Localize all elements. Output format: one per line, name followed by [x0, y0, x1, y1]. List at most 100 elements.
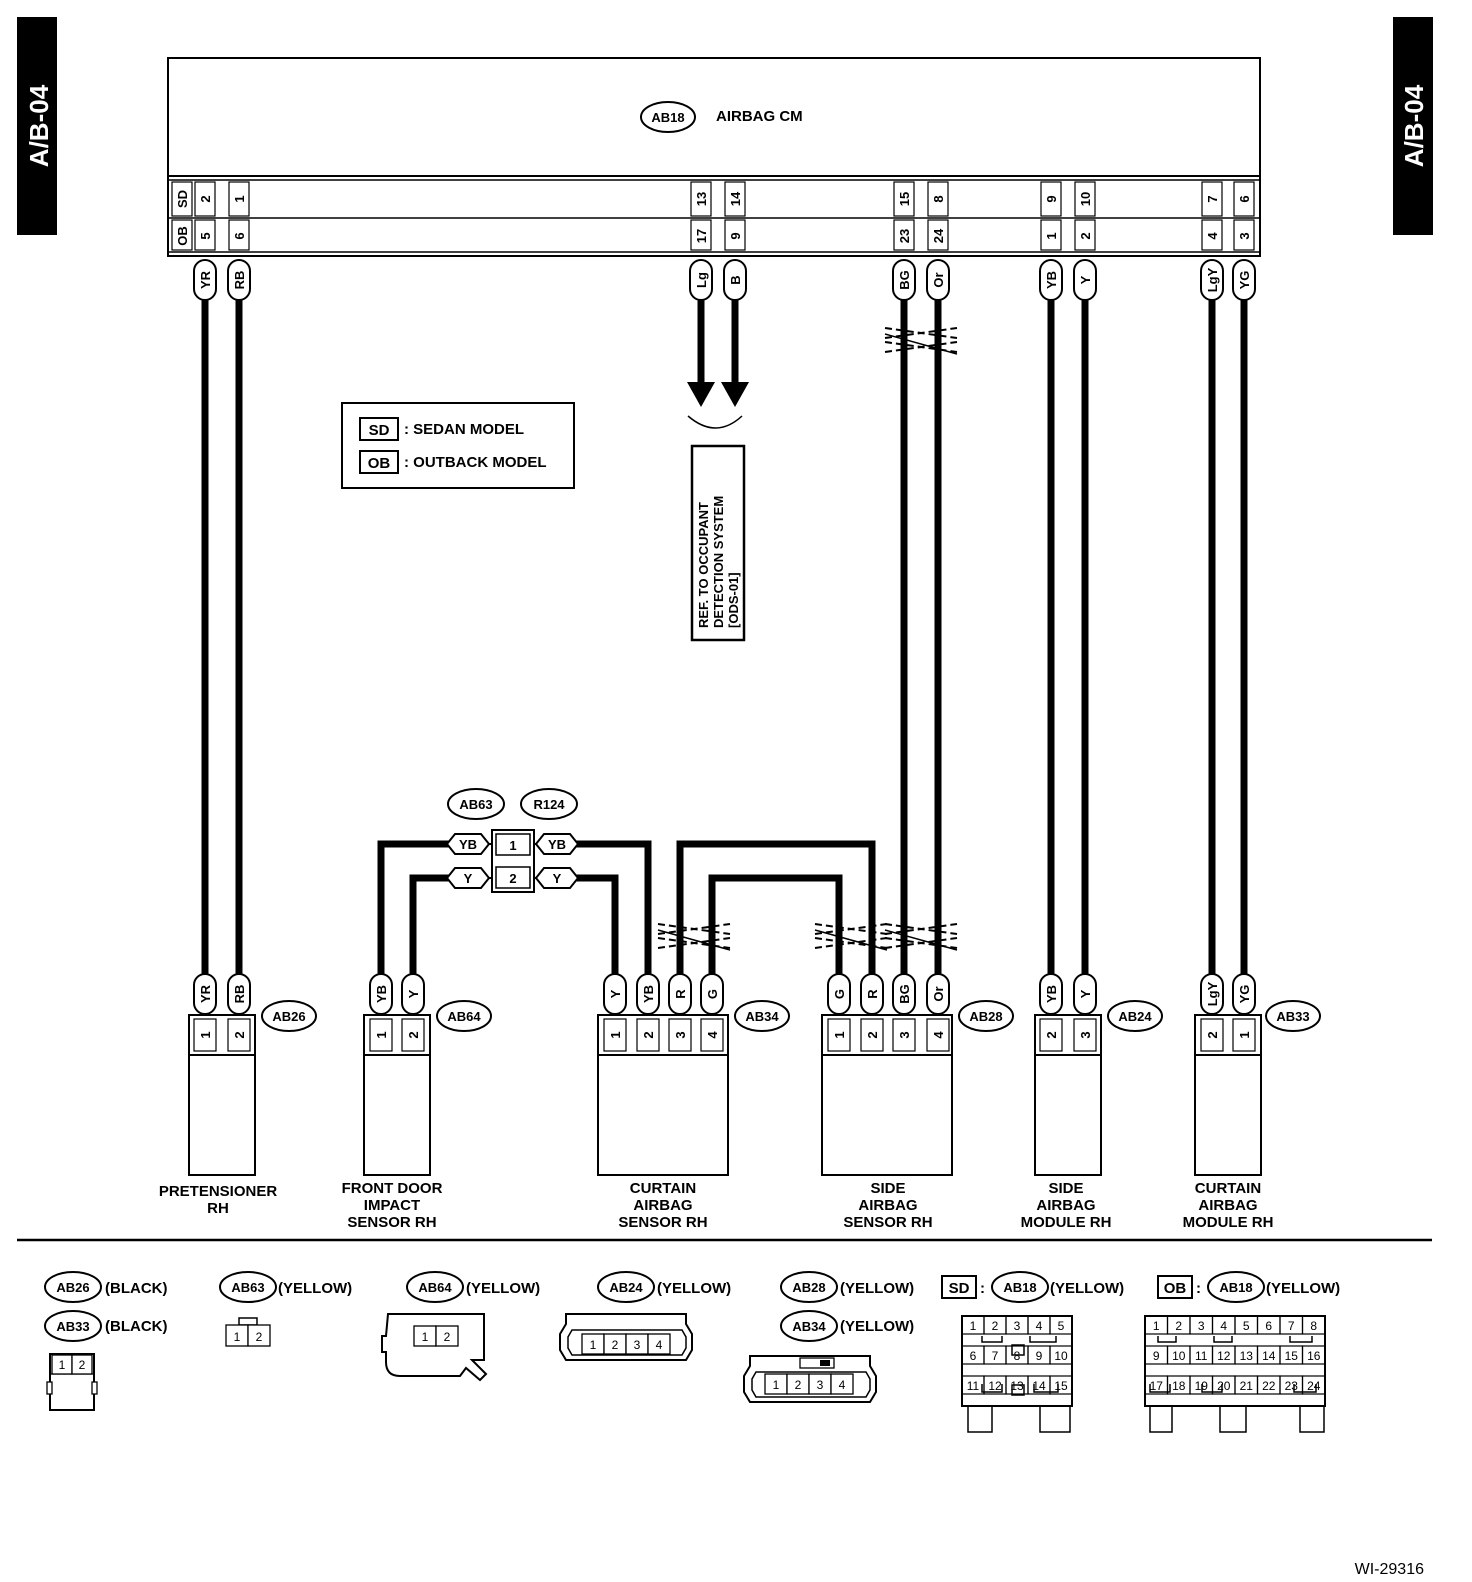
- component-code: AB24: [1118, 1009, 1152, 1024]
- component-pin: 4: [931, 1031, 946, 1039]
- ref-line-2: DETECTION SYSTEM: [711, 496, 726, 628]
- joint-left-code: AB63: [459, 797, 492, 812]
- cm-wire-capsule: BG: [892, 259, 916, 301]
- joint-pin-2: 2: [509, 871, 516, 886]
- component-wire-capsule-label: YG: [1237, 985, 1252, 1004]
- component-pin: 1: [608, 1031, 623, 1038]
- component-wire-capsule-label: YB: [641, 985, 656, 1003]
- view-ob-ab18-pin: 23: [1285, 1379, 1299, 1393]
- view-sd-ab18-pin: 2: [992, 1319, 999, 1333]
- wire-break-mark: [884, 923, 958, 951]
- wire-door-y: [409, 874, 458, 975]
- cm-pin-ob: 6: [232, 232, 247, 239]
- cm-pin-cell-ob: [1233, 219, 1255, 251]
- view-ab64-code: AB64: [418, 1280, 452, 1295]
- view-ab28-code: AB28: [792, 1280, 825, 1295]
- view-ab24-pin: 4: [656, 1338, 663, 1352]
- view-ab63-code-oval: [219, 1271, 277, 1303]
- view-sd-ab18-pin: 6: [970, 1349, 977, 1363]
- view-ab63-color: (YELLOW): [278, 1280, 352, 1297]
- component-code: AB28: [969, 1009, 1002, 1024]
- view-ob-ab18-pin: 21: [1240, 1379, 1254, 1393]
- cm-wire-capsule: YR: [193, 259, 217, 301]
- cm-pin-ob: 23: [897, 229, 912, 243]
- cm-wire-capsule-label: YR: [198, 270, 213, 289]
- view-ob-ab18-pin: 15: [1285, 1349, 1299, 1363]
- view-sd-ab18-pin: 4: [1036, 1319, 1043, 1333]
- view-ab34-pin: 4: [839, 1378, 846, 1392]
- view-ab26-pin: 2: [79, 1358, 86, 1372]
- view-sd-tag: SD: [949, 1280, 970, 1297]
- cm-wire-capsule: RB: [227, 259, 251, 301]
- component-label-line: SIDE: [870, 1180, 905, 1197]
- component-wire-capsule-label: G: [705, 989, 720, 999]
- component-pin: 2: [232, 1031, 247, 1038]
- component-pin: 2: [406, 1031, 421, 1038]
- view-ab64-pin: 2: [444, 1330, 451, 1344]
- component-wire-capsule-label: G: [832, 989, 847, 999]
- view-ab24-code-oval: [597, 1271, 655, 1303]
- wire-door-yb: [377, 840, 458, 975]
- view-ab34-code-oval: [780, 1310, 838, 1342]
- view-ab34-color: (YELLOW): [840, 1318, 914, 1335]
- component-pin: 3: [1078, 1031, 1093, 1038]
- view-ab26-color: (BLACK): [105, 1280, 167, 1297]
- cm-wire-capsule-label: RB: [232, 271, 247, 290]
- cm-wire-capsule: Y: [1073, 259, 1097, 301]
- view-ab28-color: (YELLOW): [840, 1280, 914, 1297]
- page-tab-left-label: A/B-04: [24, 84, 54, 167]
- figure-id: WI-29316: [1355, 1561, 1424, 1578]
- component-wire-capsule: RB: [227, 973, 251, 1015]
- view-sd-ab18-pin: 5: [1058, 1319, 1065, 1333]
- view-ob-ab18-pin: 20: [1217, 1379, 1231, 1393]
- wire-curtain-y: [575, 874, 619, 975]
- cm-wire-capsule-label: YG: [1237, 271, 1252, 290]
- cm-pin-cell-ob: [724, 219, 746, 251]
- component-label-line: MODULE RH: [1183, 1214, 1274, 1231]
- joint-pin-1: 1: [509, 838, 516, 853]
- view-ab28-code-oval: [780, 1271, 838, 1303]
- view-sd-ab18-code-oval: [991, 1271, 1049, 1303]
- view-ab26-code: AB26: [56, 1280, 89, 1295]
- view-ab24-pin: 1: [590, 1338, 597, 1352]
- cm-pin-cell-sd: [1074, 181, 1096, 217]
- component-wire-capsule-label: BG: [897, 984, 912, 1004]
- component-pin: 2: [865, 1031, 880, 1038]
- component-wire-capsule: Or: [926, 973, 950, 1015]
- cm-pin-cell-ob: [1074, 219, 1096, 251]
- joint-wire-left-y: Y: [445, 867, 491, 889]
- joint-wire-left-y-label: Y: [464, 871, 473, 886]
- cm-pin-cell-sd: [724, 181, 746, 217]
- view-ob-ab18-pin: 3: [1198, 1319, 1205, 1333]
- joint-wire-right-yb-label: YB: [548, 837, 566, 852]
- component-label-line: FRONT DOOR: [342, 1180, 443, 1197]
- view-ob-ab18-color: (YELLOW): [1266, 1280, 1340, 1297]
- cm-pin-sd: 13: [694, 192, 709, 206]
- wire-break-mark: [657, 923, 731, 951]
- cm-name: AIRBAG CM: [716, 108, 803, 125]
- cm-pin-cell-ob: [690, 219, 712, 251]
- view-sd-ab18-pin: 9: [1036, 1349, 1043, 1363]
- cm-wire-capsule: YG: [1232, 259, 1256, 301]
- joint-wire-left-yb: YB: [445, 833, 491, 855]
- view-ob-ab18-code-oval: [1207, 1271, 1265, 1303]
- component-pin: 1: [1237, 1031, 1252, 1038]
- view-ab64-code-oval: [406, 1271, 464, 1303]
- component-wire-capsule-label: YR: [198, 984, 213, 1003]
- component-code: AB33: [1276, 1009, 1309, 1024]
- cm-pin-sd: 6: [1237, 195, 1252, 202]
- view-sd-ab18-pin: 13: [1010, 1379, 1024, 1393]
- cm-pin-sd: 9: [1044, 195, 1059, 202]
- cm-pin-sd: 1: [232, 195, 247, 202]
- component-wire-capsule-label: LgY: [1205, 981, 1220, 1006]
- component-label-line: RH: [207, 1200, 229, 1217]
- cm-pin-ob: 2: [1078, 232, 1093, 239]
- wire-g-link: [708, 874, 843, 975]
- cm-pin-cell-sd: [690, 181, 712, 217]
- cm-pin-sd: 15: [897, 192, 912, 206]
- view-ob-ab18-pin: 1: [1153, 1319, 1160, 1333]
